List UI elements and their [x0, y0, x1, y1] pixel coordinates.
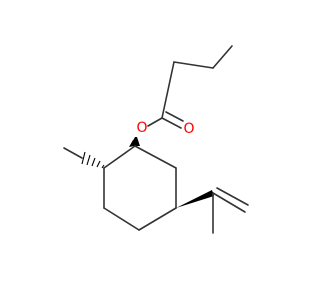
- bond-chain-c3-c2: [173, 61, 214, 69]
- stereo-wedge-c5-isopropenyl: [176, 190, 214, 208]
- bond-chain-c2-c1: [161, 61, 175, 119]
- bond-ring-c5-c4: [138, 207, 177, 231]
- bond-carbonyl-double-b: [165, 111, 184, 122]
- stereo-wedge-o-c1-tip: [129, 140, 139, 147]
- bond-isopropenyl-double-b: [216, 187, 249, 206]
- bond-ester-c-o: [147, 117, 163, 127]
- stereo-hash-c2-methyl: [81, 151, 105, 169]
- bond-chain-c4-c3: [212, 45, 233, 69]
- ester-oxygen-label: O: [136, 120, 147, 136]
- bond-ring-c1-c6: [134, 145, 177, 169]
- molecule-structure: O O: [63, 45, 249, 234]
- bond-isopropenyl-double-a: [212, 192, 246, 213]
- carbonyl-oxygen-label: O: [183, 121, 194, 137]
- bond-methyl: [63, 147, 83, 159]
- bond-ring-c2-c1: [103, 145, 136, 169]
- bond-carbonyl-double-a: [161, 117, 182, 129]
- bond-ring-c4-c3: [103, 207, 140, 231]
